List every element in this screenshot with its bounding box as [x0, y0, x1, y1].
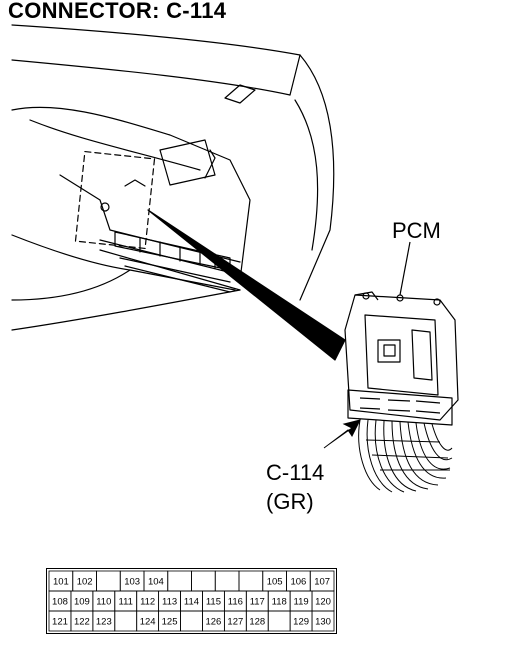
pin-cell [191, 570, 216, 592]
connector-title: CONNECTOR: C-114 [8, 0, 227, 23]
pin-number: 114 [184, 597, 199, 608]
pin-cell [311, 610, 335, 632]
pin-number: 101 [53, 577, 69, 588]
pin-cell [114, 610, 138, 632]
pin-number: 129 [293, 617, 309, 628]
lower-dash [11, 234, 236, 291]
pin-number: 106 [290, 577, 306, 588]
connector-pinout-grid: 101 102 103 104 105 106 107 108 109 110 111 112 113 1… [46, 568, 337, 634]
pin-number: 105 [267, 577, 283, 588]
pin-number: 107 [314, 577, 330, 588]
pin-number: 126 [205, 617, 221, 628]
pin-cell [238, 570, 264, 592]
pin-number: 103 [124, 577, 140, 588]
pin-number: 130 [315, 617, 331, 628]
pin-number: 109 [74, 597, 90, 608]
connector-arrow [323, 419, 361, 449]
door-frame [299, 54, 335, 301]
pin-number: 116 [228, 597, 243, 608]
pcm-label-leader [399, 241, 411, 296]
pin-number: 104 [148, 577, 164, 588]
pin-number: 121 [52, 617, 68, 628]
dash-top-edge-2 [11, 24, 301, 56]
pin-cell [267, 610, 291, 632]
wire-harness [358, 419, 453, 493]
pin-number: 115 [206, 597, 221, 608]
pin-number: 111 [119, 597, 133, 608]
pin-number: 123 [96, 617, 112, 628]
pin-number: 112 [140, 597, 155, 608]
pcm-module [344, 291, 459, 493]
dashboard-illustration [11, 24, 459, 493]
glovebox [159, 139, 216, 186]
pin-number: 120 [315, 597, 331, 608]
pin-cell [96, 570, 121, 592]
pin-number: 102 [77, 577, 93, 588]
leader-line [147, 209, 346, 361]
pin-cell [167, 570, 192, 592]
pin-number: 110 [96, 597, 111, 608]
pin-number: 119 [294, 597, 309, 608]
defrost-vent [224, 84, 256, 104]
mount-bracket [59, 174, 241, 263]
pin-cell [180, 610, 203, 632]
pin-number: 118 [272, 597, 287, 608]
pin-number: 124 [140, 617, 156, 628]
pcm-label: PCM [392, 218, 441, 243]
pin-number: 117 [250, 597, 265, 608]
connector-id-label: C-114 [266, 460, 325, 485]
dash-top-edge [11, 59, 291, 96]
pcm-location-box [74, 150, 156, 250]
pin-number: 125 [162, 617, 178, 628]
pin-cell [214, 570, 240, 592]
pin-number: 128 [249, 617, 265, 628]
pin-number: 113 [162, 597, 177, 608]
dash-panel [11, 106, 251, 281]
pin-number: 127 [227, 617, 243, 628]
pin-number: 108 [52, 597, 68, 608]
connector-color-label: (GR) [266, 489, 314, 514]
pin-number: 122 [74, 617, 90, 628]
pinout-outer-frame [46, 568, 337, 634]
